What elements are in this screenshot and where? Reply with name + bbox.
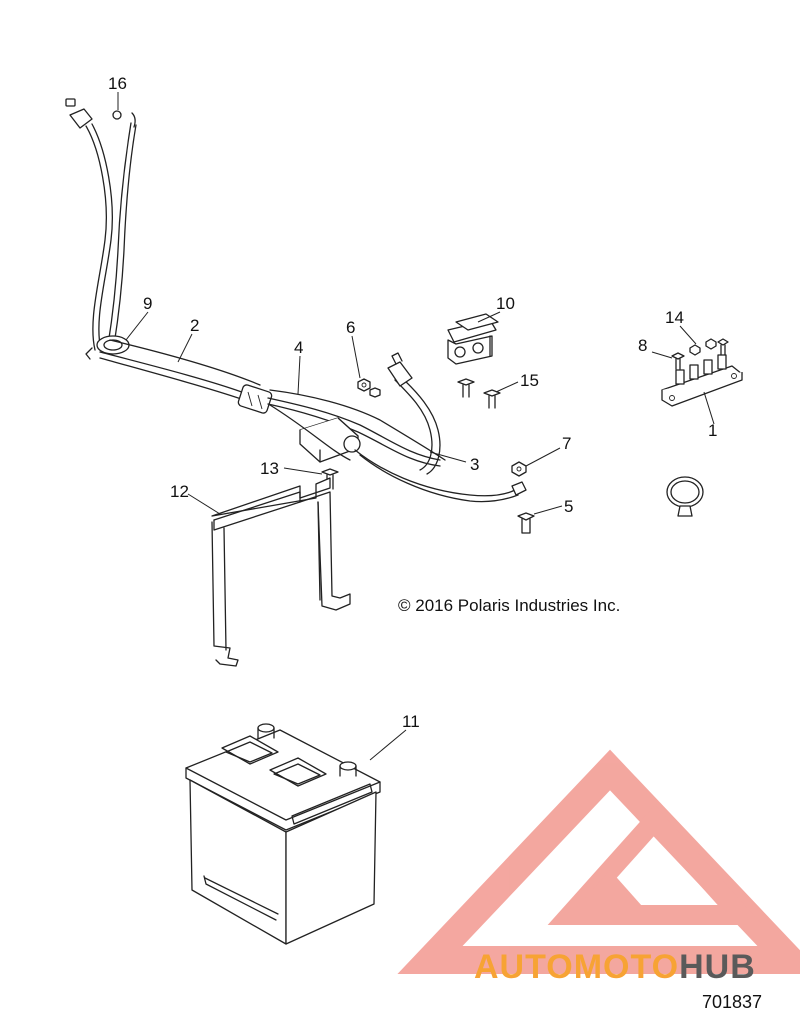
callout-labels: 16 9 2 4 6 10 15 14 8 1 3 7 5 13 12 11 (108, 74, 717, 731)
part-15-bolts (457, 378, 501, 409)
callout-12: 12 (170, 482, 189, 501)
part-14-nuts (689, 338, 729, 356)
watermark-logo (397, 749, 800, 974)
callout-13: 13 (260, 459, 279, 478)
callout-8: 8 (638, 336, 647, 355)
callout-3: 3 (470, 455, 479, 474)
watermark-text-hub: HUB (679, 948, 756, 986)
watermark-text: AUTOMOTOHUB (474, 948, 756, 986)
callout-5: 5 (564, 497, 573, 516)
callout-6: 6 (346, 318, 355, 337)
callout-15: 15 (520, 371, 539, 390)
part-8-screw (671, 352, 685, 370)
callout-9: 9 (143, 294, 152, 313)
callout-11: 11 (402, 712, 420, 731)
hose-clamp (666, 476, 704, 517)
callout-4: 4 (294, 338, 303, 357)
copyright-notice: © 2016 Polaris Industries Inc. (398, 596, 620, 615)
figure-number: 701837 (702, 992, 762, 1012)
part-6-nut (357, 378, 381, 398)
part-5-bolt (517, 512, 535, 534)
part-7-nut (511, 461, 527, 477)
watermark-text-moto: MOTO (574, 948, 679, 986)
callout-1: 1 (708, 421, 717, 440)
part-1-terminal-block (661, 354, 743, 407)
wire-harness (65, 98, 527, 503)
callout-10: 10 (496, 294, 515, 313)
callout-16: 16 (108, 74, 127, 93)
leader-lines (117, 92, 715, 761)
callout-2: 2 (190, 316, 199, 335)
watermark-text-auto: AUTO (474, 948, 574, 986)
part-11-battery (185, 723, 381, 945)
callout-7: 7 (562, 434, 571, 453)
part-12-bracket (211, 477, 351, 667)
callout-14: 14 (665, 308, 684, 327)
part-10-solenoid (447, 313, 499, 365)
